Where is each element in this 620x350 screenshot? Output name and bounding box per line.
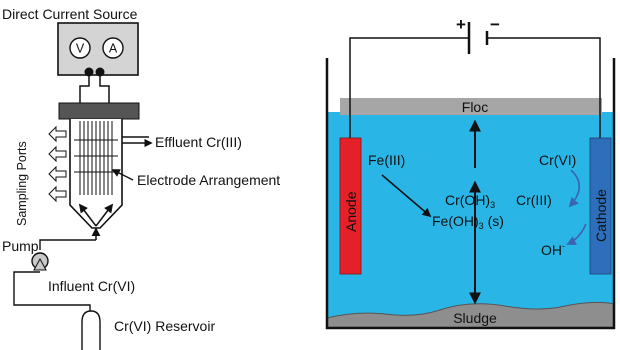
circuit-wires <box>349 37 601 140</box>
anode-electrode <box>339 137 362 275</box>
reactor-cap <box>58 102 140 120</box>
battery-plus-label: + <box>456 15 466 34</box>
electrode-plates <box>74 121 118 195</box>
voltmeter-icon <box>69 37 91 59</box>
anode-label: Anode <box>343 191 359 232</box>
fe3-label: Fe(III) <box>368 152 405 168</box>
battery-minus-label: − <box>490 15 500 34</box>
oh-arrow <box>566 223 587 245</box>
electrode-pointer <box>111 169 134 181</box>
ammeter-label: A <box>109 42 118 56</box>
influent-pipe <box>39 239 96 250</box>
pump-triangle <box>33 257 47 271</box>
croh3-label: Cr(OH)3 <box>445 192 495 210</box>
cathode-label: Cathode <box>593 189 609 242</box>
electrode-arrangement-label: Electrode Arrangement <box>137 172 280 188</box>
reactor-setup: Direct Current Source V A <box>2 6 280 350</box>
cr6-label: Cr(VI) <box>539 152 576 168</box>
cathode-electrode <box>589 137 612 275</box>
cr-reduction-arrow <box>568 169 581 208</box>
reservoir-label: Cr(VI) Reservoir <box>114 318 215 334</box>
floc-label: Floc <box>462 99 488 115</box>
reservoir-tank <box>81 310 101 350</box>
floc-layer <box>340 98 602 115</box>
effluent-label: Effluent Cr(III) <box>155 134 242 150</box>
electrochemical-cell: + − Anode Cathode Floc Sludge Fe(III) Cr… <box>325 15 616 330</box>
hydroxide-label: OH- <box>541 241 565 258</box>
sampling-ports-label: Sampling Ports <box>15 141 29 226</box>
fe-conversion-arrow <box>381 174 432 218</box>
influent-label: Influent Cr(VI) <box>48 278 135 294</box>
power-leads <box>79 76 110 103</box>
flow-arrows <box>78 203 114 240</box>
container-wall <box>325 58 616 330</box>
influent-pipe-return <box>13 271 91 312</box>
voltmeter-label: V <box>76 42 85 56</box>
feoh3-label: Fe(OH)3 (s) <box>432 213 504 231</box>
terminal-right <box>95 67 105 77</box>
sludge-label: Sludge <box>453 310 497 326</box>
terminal-left <box>84 67 94 77</box>
cr3-label: Cr(III) <box>516 192 552 208</box>
pump-label: Pump <box>2 238 39 254</box>
sampling-port-arrows <box>48 125 67 203</box>
power-source-title: Direct Current Source <box>2 6 138 22</box>
ammeter-icon <box>102 37 124 59</box>
